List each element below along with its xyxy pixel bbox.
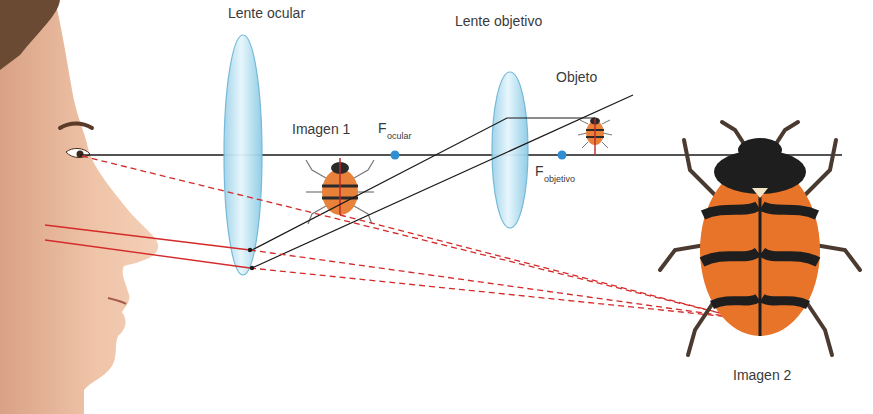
objective-lens	[492, 72, 528, 228]
focal-point-ocular	[391, 151, 400, 160]
eyepiece-lens	[224, 35, 262, 275]
face-profile	[0, 0, 158, 414]
focal-symbol: F	[378, 121, 387, 136]
lens-name: Lente ocular	[228, 6, 305, 21]
eye-rays	[45, 156, 740, 318]
focal-subscript: objetivo	[544, 175, 575, 185]
focal-subscript: ocular	[387, 132, 412, 142]
objective-rays	[252, 95, 633, 268]
image-name: Imagen 1	[292, 122, 350, 137]
focal-point-objective	[558, 151, 567, 160]
lens-name: Lente objetivo	[455, 14, 542, 29]
image-2-ladybug	[660, 122, 860, 355]
part-name: Objeto	[556, 70, 597, 85]
image-name: Imagen 2	[733, 368, 791, 383]
optical-axis	[80, 154, 842, 155]
focal-symbol: F	[535, 164, 544, 179]
object-bug	[578, 118, 612, 156]
